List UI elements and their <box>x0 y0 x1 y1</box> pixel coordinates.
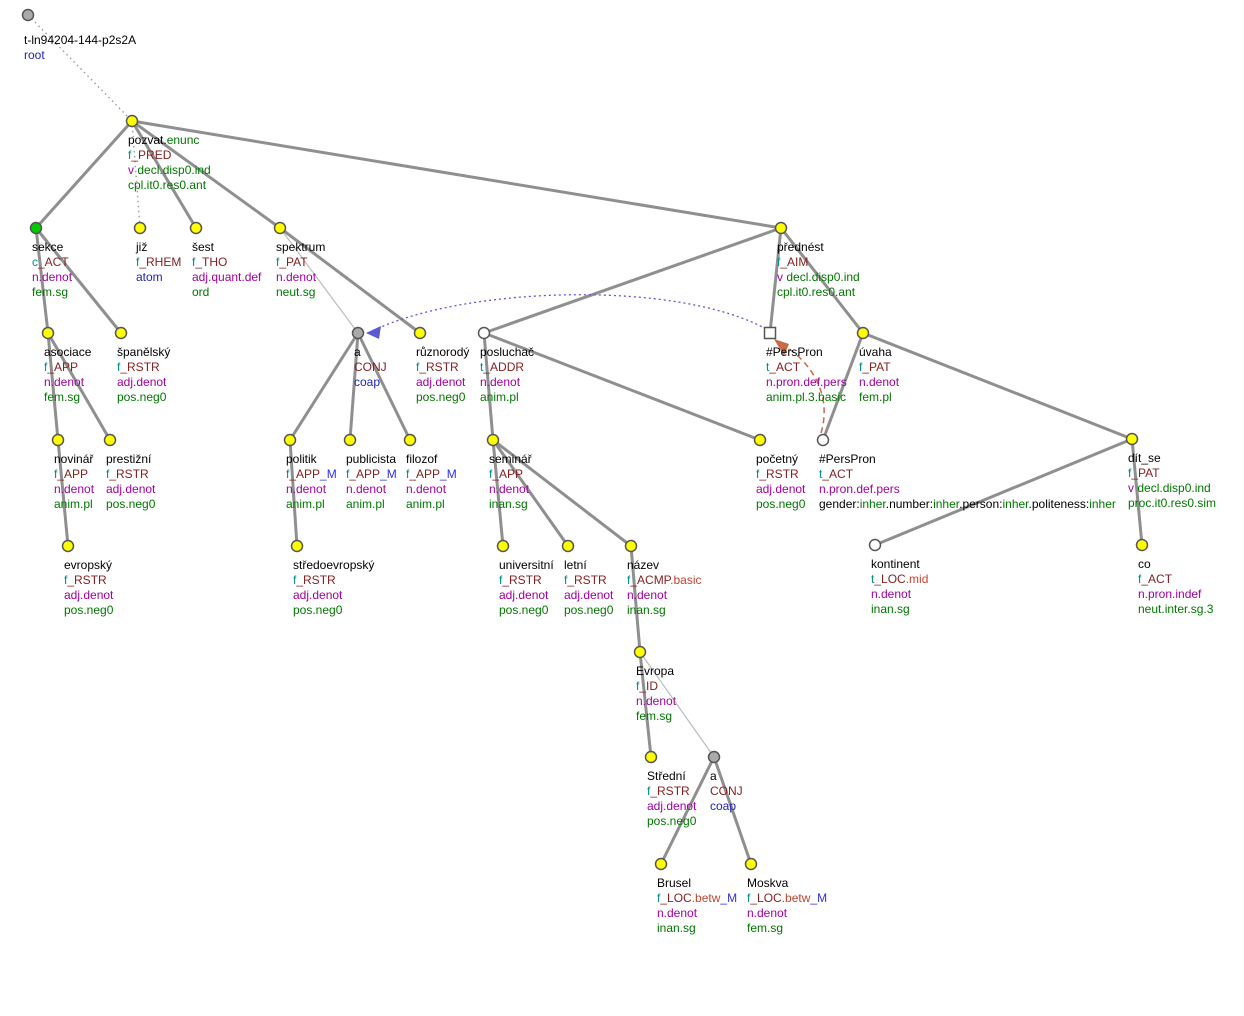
tree-node-letni[interactable] <box>561 539 575 553</box>
tree-edge-sekce-spanelsky <box>34 227 123 334</box>
tree-node-perspron1[interactable] <box>763 326 777 340</box>
tree-node-brusel[interactable] <box>654 857 668 871</box>
tree-node-jiz[interactable] <box>133 221 147 235</box>
tree-node-evropsky[interactable] <box>61 539 75 553</box>
tree-node-co[interactable] <box>1135 538 1149 552</box>
tree-node-asociace[interactable] <box>41 326 55 340</box>
tree-edge-seminar-nazev <box>492 438 632 548</box>
tree-edge-prednest-uvaha <box>779 227 865 334</box>
tree-node-spektrum[interactable] <box>273 221 287 235</box>
tree-edge-politik-stredoevropsky <box>288 439 299 547</box>
tree-edge-posluchac-seminar <box>482 332 495 441</box>
tree-edge-a1-publicista <box>348 332 360 441</box>
tree-edge-pozvat-sest <box>130 120 198 229</box>
tree-edge-a1-filozof <box>356 332 412 441</box>
tree-node-moskva[interactable] <box>744 857 758 871</box>
tree-edge-spektrum-a1 <box>279 227 359 334</box>
tree-node-novinar[interactable] <box>51 433 65 447</box>
tree-node-spanelsky[interactable] <box>114 326 128 340</box>
coref-gram-arrow-arrowhead <box>774 339 789 356</box>
tree-node-politik[interactable] <box>283 433 297 447</box>
tree-edge-seminar-universitni <box>491 439 505 547</box>
tree-node-kontinent[interactable] <box>868 538 882 552</box>
tree-node-ruznorody[interactable] <box>413 326 427 340</box>
tree-edge-uvaha-perspron2 <box>821 332 865 441</box>
tree-node-prestizni[interactable] <box>103 433 117 447</box>
tree-node-seminar[interactable] <box>486 433 500 447</box>
tree-edge-prednest-posluchac <box>483 226 782 335</box>
tree-node-a2[interactable] <box>707 750 721 764</box>
tree-node-pocetny[interactable] <box>753 433 767 447</box>
tree-edge-pozvat-jiz <box>131 120 141 229</box>
tree-node-universitni[interactable] <box>496 539 510 553</box>
tree-edge-asociace-prestizni <box>46 332 112 441</box>
tree-edge-sekce-asociace <box>34 227 50 334</box>
tree-node-dit_se[interactable] <box>1125 432 1139 446</box>
tree-node-perspron2[interactable] <box>816 433 830 447</box>
tree-edge-a1-politik <box>288 332 360 441</box>
tree-edge-spektrum-ruznorody <box>279 226 421 335</box>
tree-node-uvaha[interactable] <box>856 326 870 340</box>
tree-node-filozof[interactable] <box>403 433 417 447</box>
tree-edge-evropa-stredni <box>638 651 653 758</box>
tree-edge-a2-brusel <box>659 756 716 865</box>
tree-node-publicista[interactable] <box>343 433 357 447</box>
tree-edge-pozvat-sekce <box>34 119 134 230</box>
tree-node-prednest[interactable] <box>774 221 788 235</box>
tree-edge-prednest-perspron1 <box>768 227 783 334</box>
tree-node-nazev[interactable] <box>624 539 638 553</box>
tree-node-stredni[interactable] <box>644 750 658 764</box>
coref-text-arrow <box>371 294 767 332</box>
tree-node-a1[interactable] <box>351 326 365 340</box>
tree-node-posluchac[interactable] <box>477 326 491 340</box>
tree-edge-dit_se-kontinent <box>874 437 1133 547</box>
tree-node-sest[interactable] <box>189 221 203 235</box>
coref-text-arrow-arrowhead <box>366 326 381 339</box>
tree-edge-asociace-novinar <box>46 332 60 441</box>
tree-edge-novinar-evropsky <box>56 439 70 547</box>
tree-edge-evropa-a2 <box>639 651 715 758</box>
tree-edge-posluchac-pocetny <box>483 331 761 442</box>
tree-edge-a2-moskva <box>712 756 753 865</box>
tree-node-root[interactable] <box>21 8 35 22</box>
tree-edge-pozvat-spektrum <box>131 119 281 230</box>
tree-node-stredoevropsky[interactable] <box>290 539 304 553</box>
tree-node-pozvat[interactable] <box>125 114 139 128</box>
tree-node-evropa[interactable] <box>633 645 647 659</box>
tree-edge-dit_se-co <box>1130 438 1144 546</box>
tree-node-sekce[interactable] <box>29 221 43 235</box>
tree-edge-pozvat-prednest <box>131 119 782 230</box>
coref-gram-arrow <box>779 342 825 434</box>
tree-edge-seminar-letni <box>491 439 570 547</box>
tree-edge-uvaha-dit_se <box>862 331 1133 441</box>
tree-edge-nazev-evropa <box>629 545 642 653</box>
tree-edge-root-pozvat <box>27 14 133 122</box>
